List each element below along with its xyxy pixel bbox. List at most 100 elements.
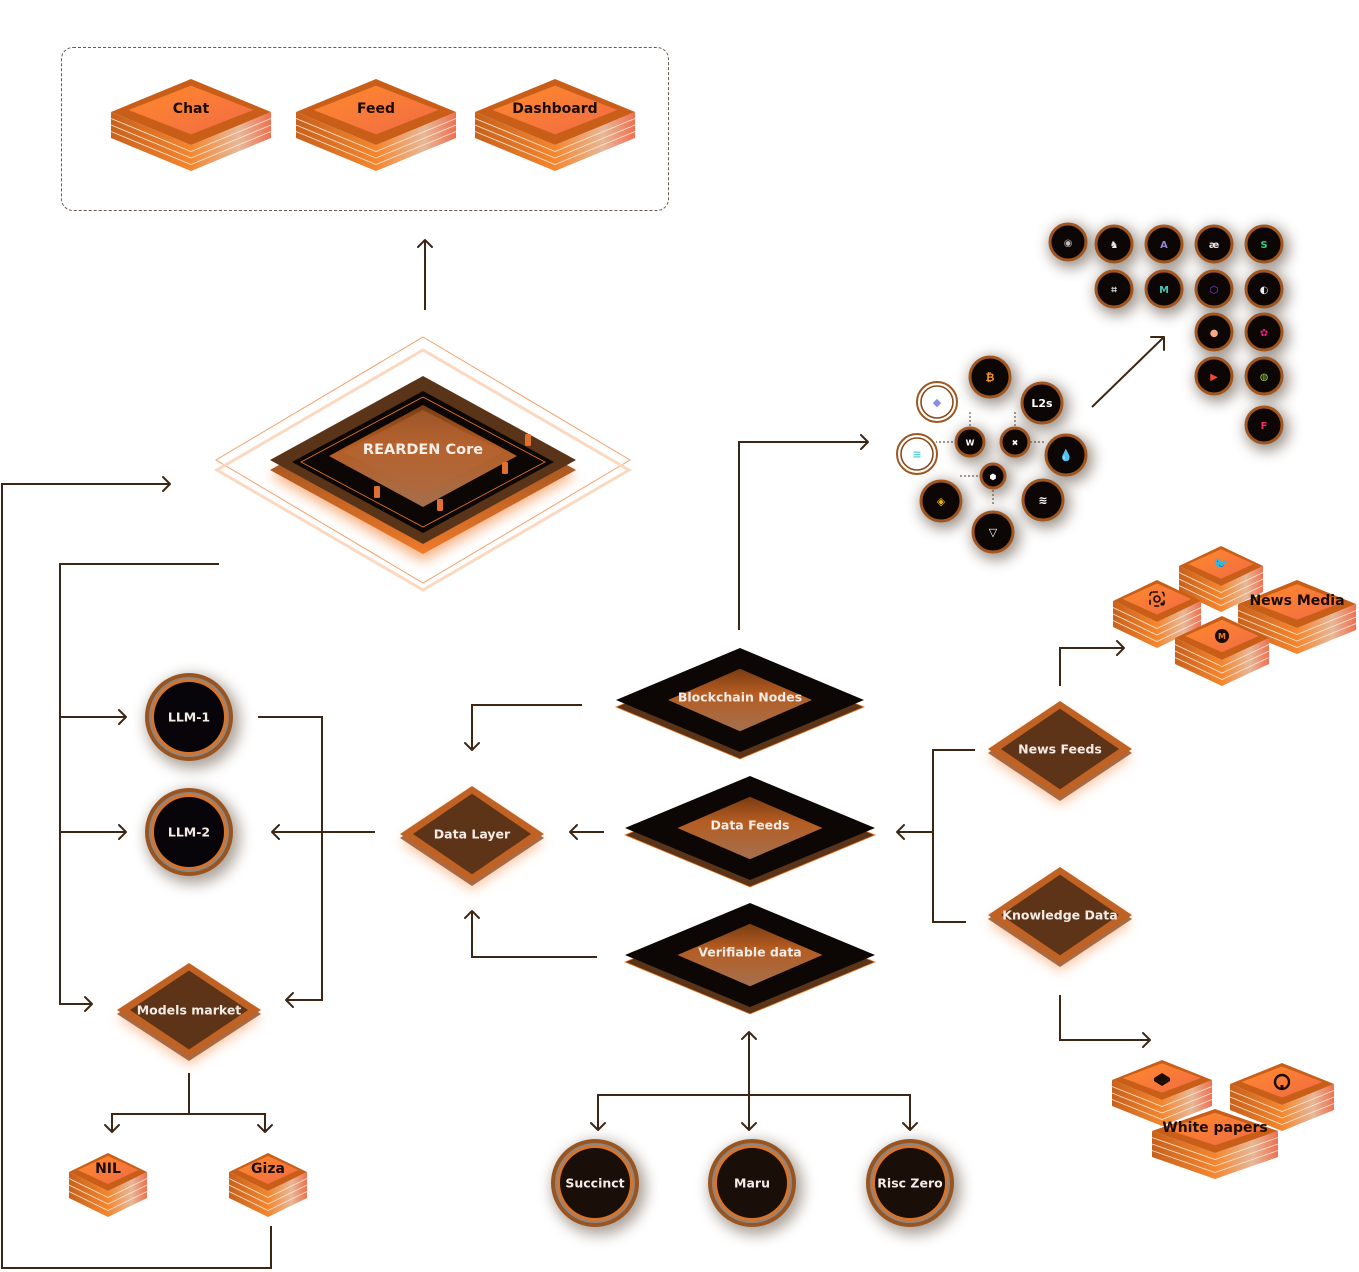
ring-core xyxy=(560,1148,630,1218)
protocol-green-icon[interactable]: S xyxy=(1244,224,1289,270)
rearden-core-chip[interactable]: REARDEN Core xyxy=(214,336,632,592)
1inch-icon[interactable]: ♞ xyxy=(1094,224,1139,270)
arrow-up-icon xyxy=(741,1031,757,1040)
ring-core xyxy=(717,1148,787,1218)
models-market-node[interactable]: Models market xyxy=(117,963,261,1065)
tile-layer-line xyxy=(1237,610,1357,635)
app-tile-chat[interactable]: Chat xyxy=(110,79,272,171)
chainlink-icon[interactable]: ⬢ xyxy=(979,462,1012,496)
provider-tile-giza[interactable]: Giza xyxy=(228,1153,308,1217)
prover-maru[interactable]: Maru xyxy=(708,1139,803,1235)
prover-maru-label: Maru xyxy=(734,1176,770,1191)
news-feeds-node[interactable]: News Feeds xyxy=(988,701,1132,805)
ethereum-icon[interactable]: ◆ xyxy=(916,381,958,423)
provider-tile-nil[interactable]: NIL xyxy=(68,1153,148,1217)
aave-icon[interactable]: A xyxy=(1144,224,1189,270)
data-feeds-node[interactable]: Data Feeds xyxy=(623,776,877,888)
ton-icon-glyph: ▽ xyxy=(989,526,998,539)
provider-tile-giza-label: Giza xyxy=(251,1161,285,1177)
tile-top-inner xyxy=(1188,549,1254,579)
bitcoin-icon-glyph: ₿ xyxy=(986,371,995,384)
protocol-moon-icon[interactable]: ◐ xyxy=(1244,269,1289,315)
tile-layer-line xyxy=(110,131,272,165)
solana-icon[interactable]: ≡ xyxy=(896,433,938,475)
bnb-icon-glyph: ◈ xyxy=(937,495,946,508)
verifiable-to-datalayer-line xyxy=(471,911,597,958)
sui-icon[interactable]: 💧 xyxy=(1044,433,1093,483)
news-source-news-media[interactable]: News Media xyxy=(1237,580,1357,654)
wormhole-icon[interactable]: W xyxy=(954,426,991,464)
verifiable-data-node[interactable]: Verifiable data xyxy=(623,903,877,1015)
app-tile-dashboard[interactable]: Dashboard xyxy=(474,79,636,171)
aptos-icon-glyph: ≋ xyxy=(1038,494,1047,507)
arrow-right-icon xyxy=(1142,1032,1151,1048)
apps-group-frame xyxy=(61,47,669,211)
knowledge-source-github[interactable] xyxy=(1229,1063,1335,1131)
tile-layer-line xyxy=(68,1178,148,1199)
prover-risc-zero[interactable]: Risc Zero xyxy=(866,1139,961,1235)
blockchain-nodes-node-label: Blockchain Nodes xyxy=(678,690,802,705)
uniswap-icon[interactable]: ✿ xyxy=(1244,312,1289,358)
ton-icon[interactable]: ▽ xyxy=(971,510,1020,560)
arrow-right-icon xyxy=(1116,640,1125,656)
github-icon xyxy=(1273,1073,1291,1091)
chip-body xyxy=(1244,269,1284,309)
arrow-down-icon xyxy=(257,1124,273,1133)
connectors xyxy=(1,239,1165,1269)
protocol-purple-icon[interactable]: ⬡ xyxy=(1194,269,1239,315)
plate-inner xyxy=(668,668,812,732)
app-tile-feed[interactable]: Feed xyxy=(295,79,457,171)
chip-body xyxy=(1194,356,1234,396)
tile-side xyxy=(296,112,456,171)
chip-inner-ring xyxy=(900,437,934,471)
l2s-badge[interactable]: L2s xyxy=(1020,381,1069,431)
chip-body xyxy=(1244,312,1284,352)
frax-icon[interactable]: F xyxy=(1244,405,1289,451)
medium-icon: M xyxy=(1215,629,1229,643)
chip-body xyxy=(1044,433,1088,477)
tile-layer-line xyxy=(474,118,636,152)
protocol-square-icon[interactable]: ⌗ xyxy=(1094,269,1139,315)
tile-layer-line xyxy=(1237,623,1357,648)
tile-layer-line xyxy=(228,1191,308,1212)
lido-icon[interactable]: ● xyxy=(1194,312,1239,358)
blockchain-nodes-node[interactable]: Blockchain Nodes xyxy=(614,648,866,760)
diamond-face xyxy=(1000,708,1120,790)
tile-layer-line xyxy=(295,118,457,152)
chip-body xyxy=(1194,269,1234,309)
knowledge-source-books[interactable] xyxy=(1111,1060,1213,1126)
plate-inner xyxy=(677,923,823,987)
tile-layer-line xyxy=(295,131,457,165)
aptos-icon[interactable]: ≋ xyxy=(1021,478,1070,528)
maker-icon-glyph: M xyxy=(1159,285,1169,296)
protocol-eye-icon[interactable]: ◉ xyxy=(1048,222,1093,268)
maker-icon[interactable]: M xyxy=(1144,269,1189,315)
tile-layer-line xyxy=(1178,578,1264,600)
knowledge-source-white-papers[interactable]: White papers xyxy=(1151,1109,1279,1179)
bnb-icon[interactable]: ◈ xyxy=(919,479,968,529)
diamond-face xyxy=(1000,874,1120,956)
tile-side xyxy=(475,112,635,171)
arrow-down-icon xyxy=(590,1122,606,1131)
tile-layer-line xyxy=(1151,1143,1279,1167)
arrow-up-icon xyxy=(417,239,433,248)
tile-layer-line xyxy=(1229,1103,1335,1125)
ae-icon[interactable]: æ xyxy=(1194,224,1239,270)
chip-body xyxy=(1194,224,1234,264)
curve-icon-glyph: ▶ xyxy=(1210,372,1218,383)
tile-top-inner xyxy=(1250,584,1344,620)
tile-layer-line xyxy=(1112,620,1202,642)
prover-succinct[interactable]: Succinct xyxy=(551,1139,646,1235)
llm-2-node[interactable]: LLM-2 xyxy=(145,788,240,884)
bridge-x-icon[interactable]: ✖ xyxy=(999,426,1036,464)
data-layer-node[interactable]: Data Layer xyxy=(400,786,544,890)
news-feeds-node-label: News Feeds xyxy=(1018,742,1102,757)
news-source-twitter[interactable]: 🐦 xyxy=(1178,546,1264,612)
bitcoin-icon[interactable]: ₿ xyxy=(968,355,1017,405)
llm-1-node[interactable]: LLM-1 xyxy=(145,673,240,769)
protocol-stripe-icon[interactable]: ◍ xyxy=(1244,356,1289,402)
curve-icon[interactable]: ▶ xyxy=(1194,356,1239,402)
chip-body xyxy=(1194,312,1234,352)
knowledge-data-node[interactable]: Knowledge Data xyxy=(988,867,1132,971)
news-source-medium[interactable]: M xyxy=(1174,616,1270,686)
